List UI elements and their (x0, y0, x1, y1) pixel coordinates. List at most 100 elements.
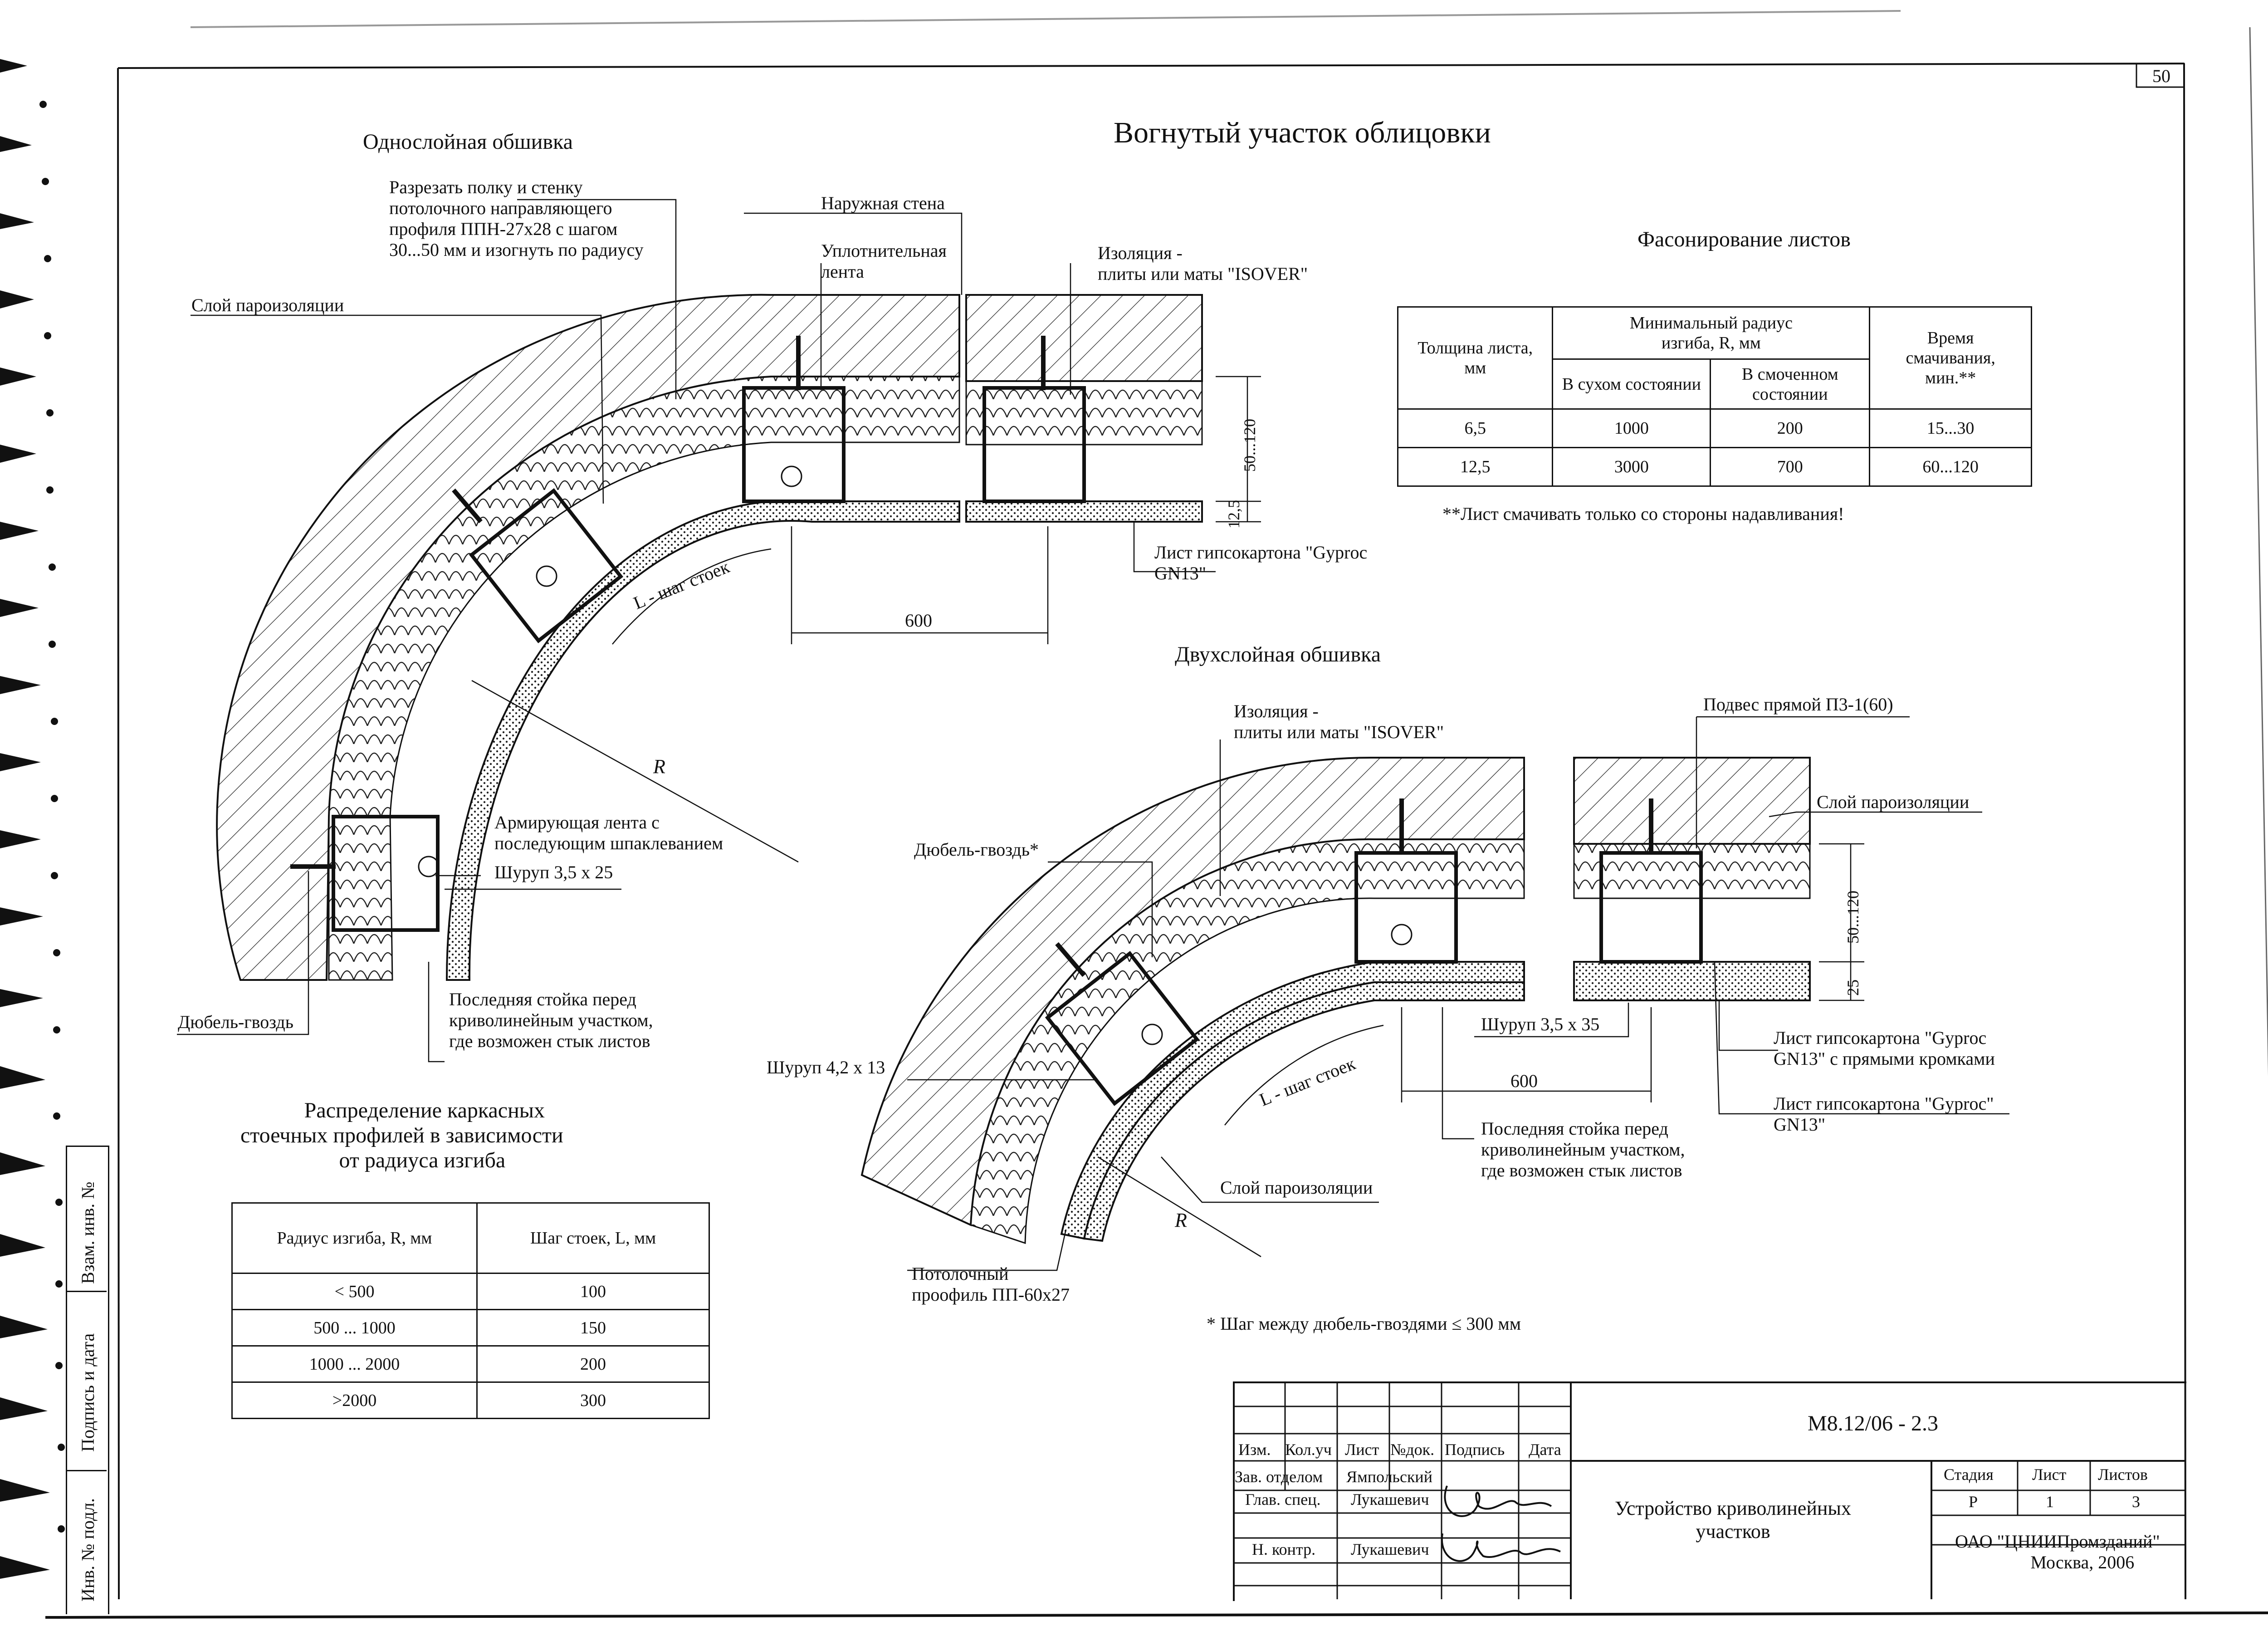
cell: 12,5 (1397, 447, 1554, 487)
side-stamp (66, 1146, 109, 1614)
cell: 200 (1710, 408, 1871, 448)
col-kol: Кол.уч (1285, 1440, 1332, 1459)
col-sign: Подпись (1445, 1440, 1505, 1459)
cell: >2000 (231, 1381, 478, 1419)
signature-2 (1441, 1533, 1561, 1562)
hanger-label: Подвес прямой П3-1(60) (1703, 694, 1893, 715)
double-dim-600: 600 (1510, 1071, 1538, 1091)
double-vapor-bottom-label: Слой пароизоляции (1220, 1177, 1373, 1198)
double-vapor-right-label: Слой пароизоляции (1817, 792, 1970, 812)
dowel-label: Дюбель-гвоздь (178, 1012, 293, 1032)
screw-42-label: Шуруп 4,2 х 13 (767, 1057, 885, 1077)
double-dim-50-120: 50...120 (1844, 891, 1862, 944)
th-dry: В сухом состоянии (1552, 358, 1711, 410)
single-layer-title: Однослойная обшивка (363, 130, 573, 154)
organization: ОАО "ЦНИИПромзданий" Москва, 2006 (1955, 1531, 2160, 1572)
role-1: Зав. отделом (1235, 1468, 1323, 1486)
cell: 60...120 (1869, 447, 2032, 487)
col-date: Дата (1529, 1440, 1561, 1459)
col-izm: Изм. (1238, 1440, 1271, 1459)
distribution-title: Распределение каркасных стоечных профиле… (240, 1098, 563, 1173)
double-radius-label: R (1175, 1209, 1187, 1231)
col-ndok: №док. (1390, 1440, 1435, 1459)
title-block (1233, 1381, 2186, 1601)
col-list: Лист (1345, 1440, 1379, 1459)
double-insulation-label: Изоляция -плиты или маты "ISOVER" (1234, 701, 1444, 742)
table-row: 12,5 3000 700 60...120 (1397, 447, 2032, 487)
stamp-replace-inv: Взам. инв. № (78, 1181, 98, 1284)
role-3: Н. контр. (1252, 1540, 1316, 1558)
document-code: М8.12/06 - 2.3 (1808, 1411, 1938, 1435)
dim-50-120: 50...120 (1241, 419, 1259, 472)
signature-1 (1444, 1485, 1552, 1517)
cell: 15...30 (1869, 408, 2032, 448)
screw-label: Шуруп 3,5 х 25 (494, 862, 613, 882)
side-stamp-divider (66, 1291, 107, 1292)
stage-header: Стадия (1944, 1465, 1994, 1484)
screw-35-label: Шуруп 3,5 х 35 (1481, 1014, 1600, 1034)
insulation-label: Изоляция -плиты или маты "ISOVER" (1098, 243, 1308, 284)
name-2: Лукашевич (1351, 1490, 1429, 1508)
cell: 100 (476, 1273, 710, 1310)
sheets-header: Листов (2098, 1465, 2148, 1484)
description: Устройство криволинейных участков (1615, 1497, 1851, 1543)
th-thickness: Толщина листа,мм (1397, 306, 1554, 410)
sheets-value: 3 (2132, 1493, 2140, 1511)
cell: 1000 ... 2000 (231, 1345, 478, 1383)
radius-label: R (653, 755, 665, 778)
distribution-table: Радиус изгиба, R, мм Шаг стоек, L, мм < … (231, 1202, 710, 1419)
stage-value: Р (1969, 1493, 1978, 1511)
cell: 3000 (1552, 447, 1711, 487)
double-dowel-label: Дюбель-гвоздь* (914, 839, 1039, 860)
binding-marks (0, 59, 65, 1579)
cell: 1000 (1552, 408, 1711, 448)
double-layer-title: Двухслойная обшивка (1175, 642, 1381, 666)
cell: 500 ... 1000 (231, 1309, 478, 1347)
title-block-grid (1233, 1381, 2185, 1599)
double-layer-drawing (860, 716, 2009, 1271)
dim-600: 600 (905, 610, 932, 631)
shaping-title: Фасонирование листов (1637, 227, 1851, 251)
double-gypsum-label: Лист гипсокартона "Gyproc"GN13" (1774, 1093, 1994, 1135)
cell: < 500 (231, 1273, 478, 1310)
page-number: 50 (2152, 66, 2170, 86)
name-3: Лукашевич (1351, 1540, 1429, 1558)
th-radius: Радиус изгиба, R, мм (231, 1202, 478, 1274)
vapor-label: Слой пароизоляции (191, 295, 344, 315)
outer-wall-label: Наружная стена (821, 193, 945, 213)
name-1: Ямпольский (1346, 1468, 1432, 1486)
side-stamp-divider (66, 1470, 107, 1471)
cell: 200 (476, 1345, 710, 1383)
double-footnote: * Шаг между дюбель-гвоздями ≤ 300 мм (1207, 1313, 1521, 1334)
sheet-frame (45, 10, 2268, 1619)
dim-12-5: 12,5 (1225, 500, 1243, 529)
double-dim-25: 25 (1844, 980, 1862, 996)
stamp-sign-date: Подпись и дата (78, 1333, 98, 1452)
cell: 150 (476, 1309, 710, 1347)
single-layer-drawing (177, 199, 1261, 1063)
stamp-inv-orig: Инв. № подл. (78, 1498, 98, 1602)
sheet-value: 1 (2046, 1493, 2054, 1511)
role-2: Глав. спец. (1245, 1490, 1321, 1508)
sheet-header: Лист (2032, 1465, 2067, 1484)
cell: 700 (1710, 447, 1871, 487)
cell: 300 (476, 1381, 710, 1419)
main-title: Вогнутый участок облицовки (1114, 116, 1491, 149)
